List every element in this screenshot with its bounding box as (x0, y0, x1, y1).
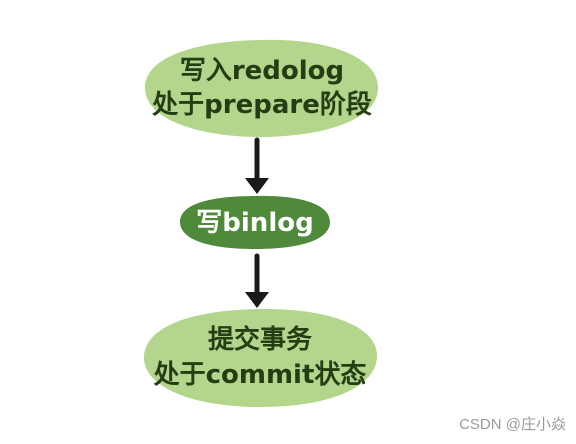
node-commit-transaction: 提交事务 处于commit状态 (143, 308, 378, 407)
node-2-shape (180, 195, 330, 249)
node-1-line-1: 写入redolog (180, 56, 344, 86)
node-write-redolog-prepare: 写入redolog 处于prepare阶段 (145, 39, 379, 137)
node-1-line-2: 处于prepare阶段 (151, 89, 372, 120)
watermark: CSDN @庄小焱 (459, 416, 566, 433)
node-write-binlog: 写binlog (180, 195, 330, 249)
node-3-shape (143, 308, 378, 407)
arrow-1 (245, 137, 269, 194)
node-3-line-2: 处于commit状态 (153, 359, 367, 390)
node-3-line-1: 提交事务 (208, 324, 312, 355)
node-1-shape (145, 39, 379, 137)
arrow-2 (245, 253, 269, 308)
node-2-line-1: 写binlog (196, 208, 313, 238)
